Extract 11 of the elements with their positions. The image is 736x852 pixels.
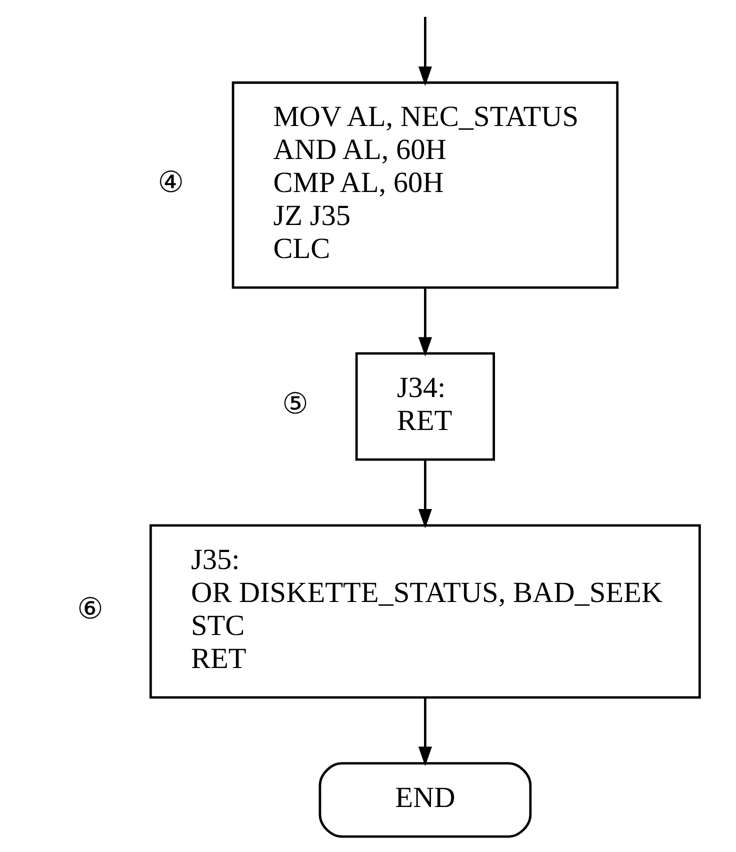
node-label: ④ — [158, 165, 184, 200]
node-box: J35: OR DISKETTE_STATUS, BAD_SEEK STC RET — [150, 524, 701, 699]
node-box: J34: RET — [355, 352, 495, 461]
arrow — [418, 288, 432, 357]
node-label: ⑤ — [282, 386, 308, 420]
arrow — [418, 16, 432, 86]
arrow — [418, 460, 432, 528]
arrow — [418, 698, 432, 766]
node-box: END — [318, 762, 532, 838]
node-box: MOV AL, NEC_STATUS AND AL, 60H CMP AL, 60H JZ J35 CLC — [232, 81, 619, 289]
node-label: ⑥ — [77, 591, 104, 626]
